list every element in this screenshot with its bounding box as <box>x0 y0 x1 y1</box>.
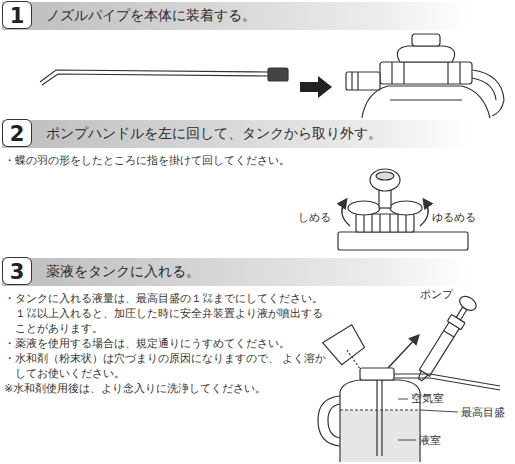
sprayer-top <box>459 62 460 84</box>
caution-notes: ・タンクに入れる液量は、最高目盛の１㍑までにしてください。 １㍑以上入れると、加… <box>4 291 330 396</box>
measuring-cup <box>321 324 367 368</box>
tank <box>360 368 394 380</box>
tank <box>394 378 500 390</box>
pump-handle <box>376 172 394 180</box>
pump-handle <box>371 214 372 232</box>
tank <box>340 409 420 410</box>
pump-handle <box>397 214 398 232</box>
step-number: 2 <box>3 122 31 146</box>
sprayer-top <box>447 62 448 84</box>
pump-handle <box>389 214 390 232</box>
part-name: 液室 <box>419 433 441 448</box>
tank <box>340 380 420 462</box>
tank <box>394 374 500 386</box>
step-heading-band: ノズルパイプを本体に装着する。 1 <box>2 2 470 30</box>
sprayer-top <box>403 62 404 84</box>
pump-handle <box>363 214 364 232</box>
direction-arrow <box>300 76 332 98</box>
turn-arrows <box>342 200 350 226</box>
leader-line <box>398 440 416 441</box>
part-name: 空気室 <box>411 391 444 406</box>
sprayer-top <box>380 62 472 84</box>
sprayer-top <box>346 72 380 90</box>
pump-handle <box>356 214 414 232</box>
turn-arrows <box>342 200 428 226</box>
caution-note: ・水和剤（粉末状）は穴づまりの原因になりますので、 よく溶かしてお使いください。 <box>4 351 330 381</box>
step-heading: 薬液をタンクに入れる。 <box>46 263 200 281</box>
step-number-box: 2 <box>2 119 32 147</box>
measuring-cup <box>321 324 367 372</box>
step-heading-band: 薬液をタンクに入れる。 3 <box>2 258 470 286</box>
pump <box>417 371 428 382</box>
nozzle-pipe <box>42 74 268 85</box>
sprayer-top <box>362 86 490 118</box>
sprayer-top <box>390 99 462 100</box>
leader-line <box>420 410 458 412</box>
pump-handle <box>379 214 380 232</box>
loosen-label: ゆるめる <box>432 210 476 225</box>
step-heading: ポンプハンドルを左に回して、タンクから取り外す。 <box>46 125 382 143</box>
tank <box>381 380 382 456</box>
sprayer-top <box>472 78 496 100</box>
turn-arrows <box>420 200 428 226</box>
leader-line <box>398 399 458 440</box>
sprayer-top <box>346 34 504 118</box>
pump-handle <box>338 232 468 250</box>
lift-arrow <box>388 336 418 368</box>
tank <box>376 380 377 456</box>
pump <box>444 331 454 337</box>
pump <box>413 294 479 385</box>
step-heading: ノズルパイプを本体に装着する。 <box>46 7 256 25</box>
step-number: 3 <box>3 260 31 284</box>
caution-note: ・薬液を使用する場合は、規定通りにうすめてください。 <box>4 336 330 351</box>
caution-note: ・タンクに入れる液量は、最高目盛の１㍑までにしてください。 １㍑以上入れると、加… <box>4 291 330 336</box>
step-number: 1 <box>3 4 31 28</box>
tank <box>328 404 340 438</box>
tighten-label: しめる <box>298 210 331 225</box>
tank <box>318 396 340 446</box>
pump-handle <box>390 201 422 215</box>
leader-line <box>398 399 408 400</box>
nozzle-pipe <box>268 68 288 81</box>
pump-handle <box>405 214 406 232</box>
step-number-box: 1 <box>2 1 32 29</box>
sprayer-top <box>412 34 440 46</box>
step-number-box: 3 <box>2 257 32 285</box>
instruction-note: ・蝶の羽の形をしたところに指を掛けて回してください。 <box>4 153 290 168</box>
sprayer-top <box>472 70 504 116</box>
nozzle-pipe <box>40 68 288 85</box>
caution-note: ※水和剤使用後は、より念入りに洗浄してください。 <box>4 381 330 396</box>
sprayer-top <box>351 72 352 90</box>
pump <box>419 322 459 376</box>
lift-arrow <box>388 336 418 368</box>
tank <box>341 410 419 462</box>
part-name: 最高目盛 <box>461 405 505 420</box>
pump-handle <box>348 201 380 215</box>
step-heading-band: ポンプハンドルを左に回して、タンクから取り外す。 2 <box>2 120 470 148</box>
direction-arrow <box>300 76 332 98</box>
pump-handle <box>370 169 400 191</box>
part-name: ポンプ <box>420 287 453 302</box>
sprayer-top <box>357 72 358 90</box>
pump-handle <box>338 169 468 250</box>
sprayer-top <box>391 62 392 84</box>
sprayer-top <box>397 46 454 62</box>
